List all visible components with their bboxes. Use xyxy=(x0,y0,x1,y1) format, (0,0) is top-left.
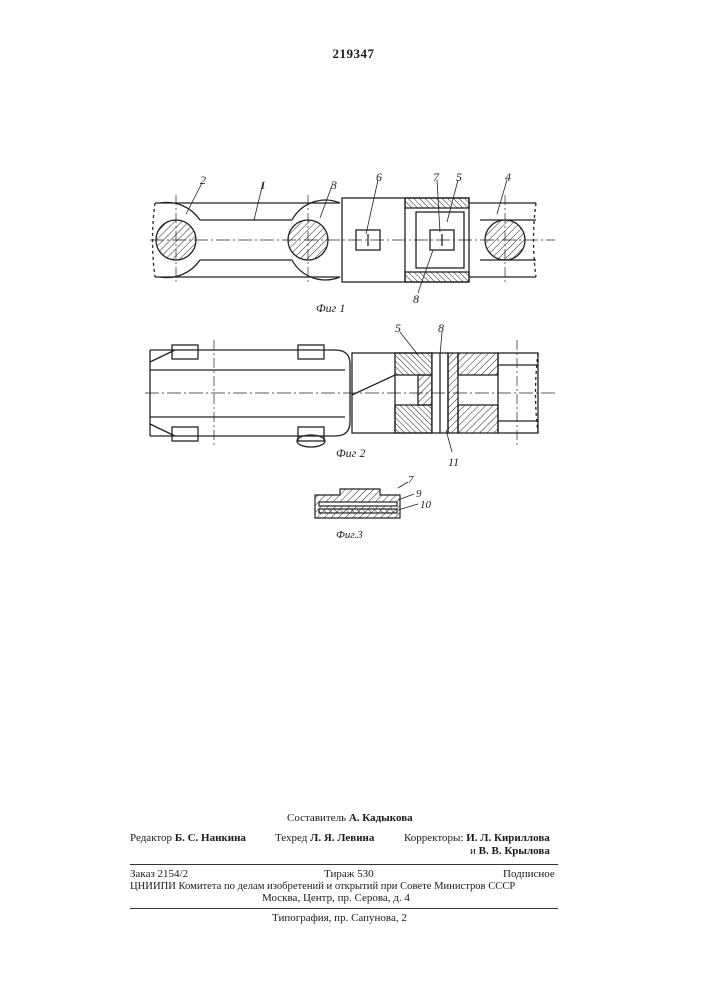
figure-1-drawing xyxy=(150,180,555,293)
fig3-caption: Фиг.3 xyxy=(336,529,363,541)
techred-name: Л. Я. Левина xyxy=(310,832,374,844)
fig1-label: 5 xyxy=(456,170,462,184)
divider-bottom xyxy=(130,908,558,909)
fig3-label: 7 xyxy=(408,474,414,486)
corrector-2-line: и В. В. Крылова xyxy=(470,845,550,858)
fig1-label: 7 xyxy=(433,170,440,184)
techred-line: Техред Л. Я. Левина xyxy=(275,832,374,845)
fig1-label: 2 xyxy=(200,173,206,187)
corrector-2: В. В. Крылова xyxy=(479,845,550,857)
fig1-label: 4 xyxy=(505,170,511,184)
corrector-2-prefix: и xyxy=(470,845,476,857)
figure-2-drawing xyxy=(145,332,555,452)
fig1-label: 8 xyxy=(413,292,419,306)
techred-label: Техред xyxy=(275,832,307,844)
fig3-label: 10 xyxy=(420,499,432,511)
technical-drawing: 2 1 3 6 7 5 4 8 Фиг 1 xyxy=(0,0,707,560)
fig1-label: 1 xyxy=(260,178,266,192)
correctors-label: Корректоры: xyxy=(404,832,463,844)
fig1-label: 6 xyxy=(376,170,382,184)
figure-3-drawing xyxy=(315,482,418,518)
fig1-label: 3 xyxy=(330,178,337,192)
address: Москва, Центр, пр. Серова, д. 4 xyxy=(262,892,410,905)
fig2-label: 11 xyxy=(448,455,459,469)
divider-top xyxy=(130,864,558,865)
editor-line: Редактор Б. С. Нанкина xyxy=(130,832,246,845)
compiler-name: А. Кадыкова xyxy=(349,812,413,824)
fig2-label: 8 xyxy=(438,321,444,335)
fig1-caption: Фиг 1 xyxy=(316,301,345,315)
fig2-caption: Фиг 2 xyxy=(336,446,365,460)
printing-house: Типография, пр. Сапунова, 2 xyxy=(272,912,407,925)
editor-name: Б. С. Нанкина xyxy=(175,832,246,844)
corrector-1: И. Л. Кириллова xyxy=(466,832,550,844)
correctors-line: Корректоры: И. Л. Кириллова xyxy=(404,832,550,845)
fig2-label: 5 xyxy=(395,321,401,335)
compiler-label: Составитель xyxy=(287,812,346,824)
editor-label: Редактор xyxy=(130,832,172,844)
compiler-line: Составитель А. Кадыкова xyxy=(287,812,413,825)
